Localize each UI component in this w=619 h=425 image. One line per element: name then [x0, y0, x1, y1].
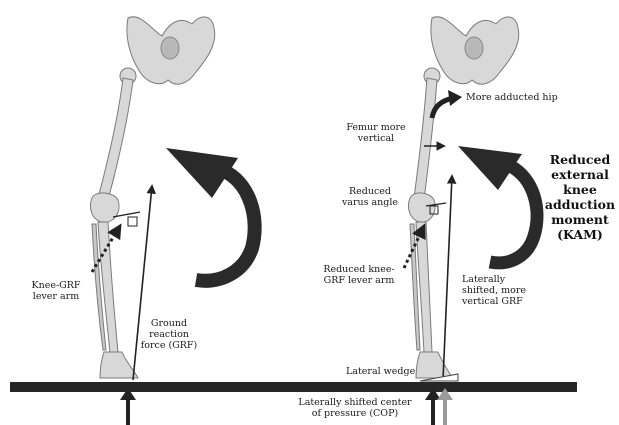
femur-more-vertical-label: Femur more vertical [336, 122, 416, 144]
knee-grf-lever-arm-label: Knee-GRF lever arm [16, 280, 96, 302]
laterally-shifted-cop-label: Laterally shifted center of pressure (CO… [290, 397, 420, 419]
right-grf-arrow [443, 176, 452, 380]
lateral-wedge-label: Lateral wedge [346, 366, 426, 377]
left-femur [98, 78, 133, 200]
ground-reaction-force-label: Ground reaction force (GRF) [134, 318, 204, 351]
reduced-knee-grf-lever-arm-label: Reduced knee- GRF lever arm [314, 264, 404, 286]
left-foot [100, 352, 138, 378]
reduced-varus-angle-label: Reduced varus angle [330, 186, 410, 208]
more-adducted-hip-label: More adducted hip [466, 92, 586, 103]
right-knee [408, 193, 435, 222]
reduced-kam-label: Reduced external knee adduction moment (… [540, 152, 619, 242]
laterally-shifted-grf-label: Laterally shifted, more vertical GRF [462, 274, 552, 307]
left-knee [90, 193, 119, 222]
right-femur [414, 78, 437, 200]
right-leg-skeleton [408, 17, 518, 378]
ground-bar [10, 382, 577, 392]
